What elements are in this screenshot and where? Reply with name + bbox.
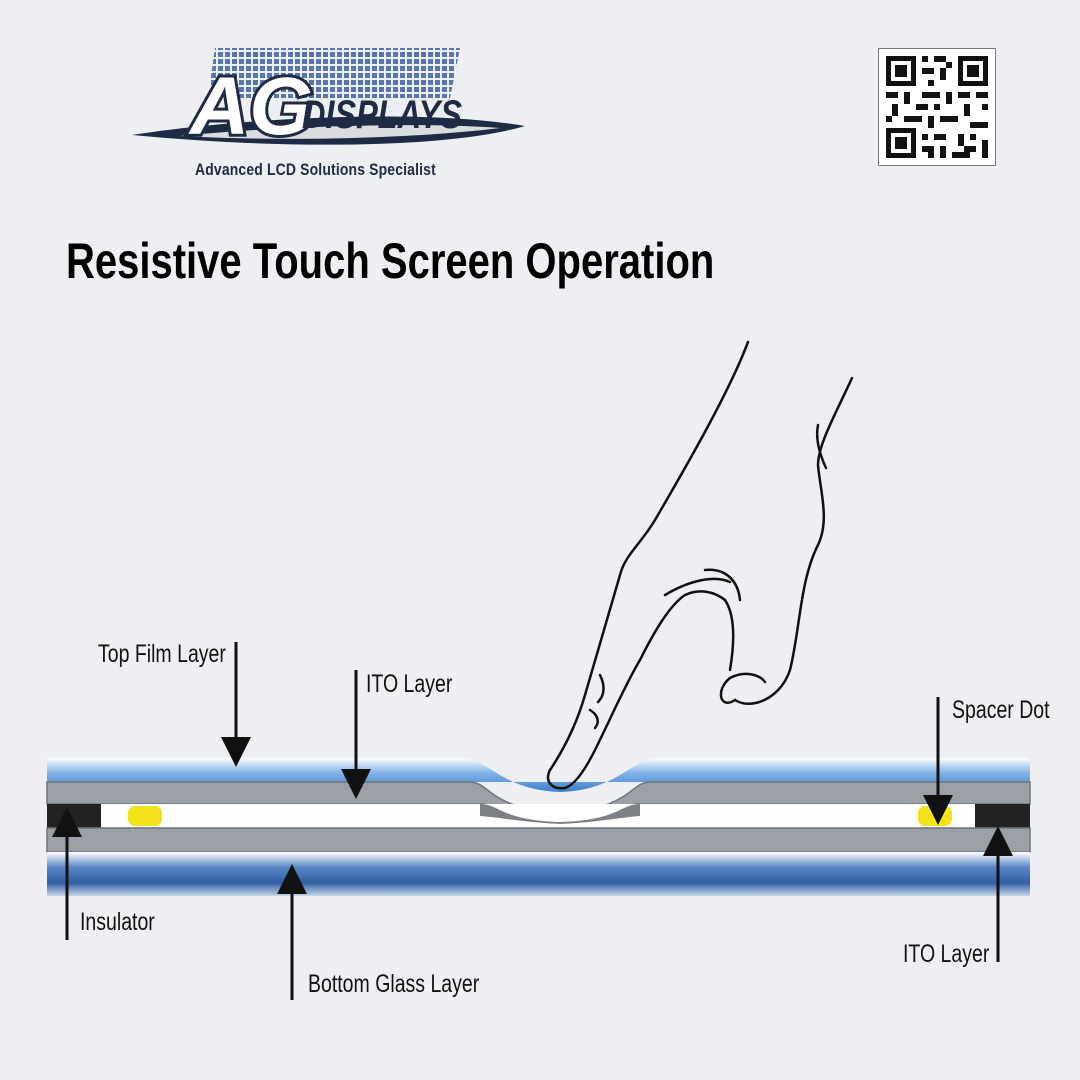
tagline: Advanced LCD Solutions Specialist — [195, 160, 436, 179]
pointing-hand-icon — [546, 340, 854, 790]
touchscreen-diagram: Top Film Layer ITO Layer Spacer Dot Insu… — [0, 330, 1080, 1020]
logo-letters: AG — [188, 61, 313, 152]
bottom-glass-layer — [47, 852, 1030, 896]
label-bottom-glass: Bottom Glass Layer — [308, 970, 480, 998]
label-top-film: Top Film Layer — [98, 640, 226, 668]
label-spacer-dot: Spacer Dot — [952, 696, 1050, 724]
contact-point — [480, 804, 640, 824]
spacer-dot-left — [128, 806, 162, 826]
qr-code-icon — [878, 48, 996, 166]
logo-word: DISPLAYS — [302, 93, 462, 137]
callout-arrows — [52, 642, 1013, 1000]
label-insulator: Insulator — [80, 908, 155, 936]
logo-graphic: AG DISPLAYS — [132, 48, 525, 155]
insulator-left — [47, 804, 101, 828]
label-ito-bottom: ITO Layer — [903, 940, 990, 968]
spacer-dot-right — [918, 806, 952, 826]
label-ito-top: ITO Layer — [366, 670, 453, 698]
page-title: Resistive Touch Screen Operation — [66, 233, 715, 289]
bottom-ito-layer — [46, 827, 1031, 853]
insulator-right — [975, 804, 1030, 828]
brand-logo: AG DISPLAYS Advanced LCD Solutions Speci… — [120, 38, 540, 198]
top-film-layer — [47, 758, 1030, 792]
